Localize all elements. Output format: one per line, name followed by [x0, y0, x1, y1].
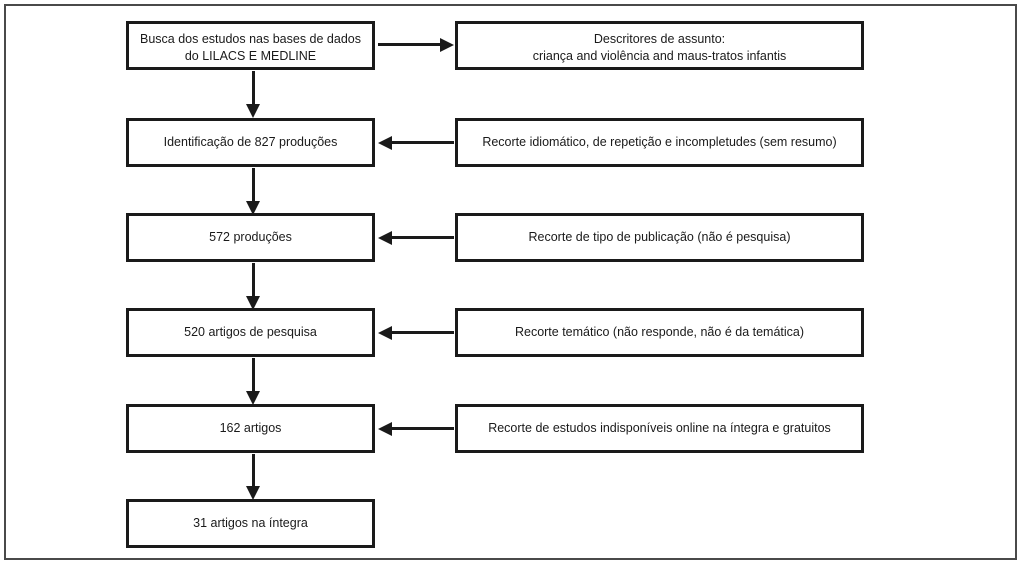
edge-arrowhead-left-icon	[378, 421, 392, 436]
flow-node-search-databases: Busca dos estudos nas bases de dados	[126, 21, 375, 70]
edge-arrow-down-1	[246, 71, 260, 118]
edge-shaft	[391, 236, 454, 239]
flow-node-full-text-articles-31-label: 31 artigos na íntegra	[193, 516, 308, 531]
flow-node-productions-572-label: 572 produções	[209, 230, 292, 245]
flow-node-descriptors-line2-wrap: criança and violência and maus-tratos in…	[455, 21, 864, 70]
edge-shaft	[251, 71, 255, 104]
flow-node-descriptors-line1: Descritores de assunto:	[593, 32, 726, 46]
edge-arrowhead-left-icon	[378, 135, 392, 150]
flow-node-identification-827-label: Identificação de 827 produções	[163, 135, 338, 150]
edge-shaft	[378, 43, 441, 46]
edge-arrowhead-left-icon	[378, 325, 392, 340]
flow-node-language-filter-label: Recorte idiomático, de repetição e incom…	[482, 135, 837, 150]
edge-shaft	[391, 141, 454, 144]
edge-shaft	[391, 427, 454, 430]
edge-shaft	[251, 358, 255, 391]
flow-node-full-text-articles-31: 31 artigos na íntegra	[126, 499, 375, 548]
edge-arrow-down-2	[246, 168, 260, 215]
flow-node-availability-filter-label: Recorte de estudos indisponíveis online …	[488, 421, 831, 436]
flow-node-search-databases-line2-wrap: do LILACS E MEDLINE	[126, 21, 375, 70]
edge-shaft	[251, 263, 255, 296]
flow-node-search-databases-line2: do LILACS E MEDLINE	[184, 48, 317, 63]
flow-node-productions-572: 572 produções	[126, 213, 375, 262]
edge-arrowhead-down-icon	[246, 104, 260, 118]
edge-arrow-left-language-filter	[378, 118, 454, 167]
flow-node-availability-filter: Recorte de estudos indisponíveis online …	[455, 404, 864, 453]
flow-node-publication-type-filter-label: Recorte de tipo de publicação (não é pes…	[528, 230, 791, 245]
edge-arrow-right-descriptors	[378, 20, 454, 69]
edge-arrowhead-down-icon	[246, 201, 260, 215]
edge-shaft	[251, 454, 255, 486]
figure-frame: Busca dos estudos nas bases de dados do …	[4, 4, 1017, 560]
edge-arrow-left-thematic-filter	[378, 308, 454, 357]
edge-arrow-down-3	[246, 263, 260, 310]
edge-arrowhead-left-icon	[378, 230, 392, 245]
flow-node-search-databases-line1: Busca dos estudos nas bases de dados	[140, 32, 361, 46]
edge-arrowhead-right-icon	[440, 37, 454, 52]
flow-node-publication-type-filter: Recorte de tipo de publicação (não é pes…	[455, 213, 864, 262]
flow-node-language-filter: Recorte idiomático, de repetição e incom…	[455, 118, 864, 167]
edge-arrow-down-4	[246, 358, 260, 405]
edge-arrowhead-down-icon	[246, 486, 260, 500]
flow-node-research-articles-520-label: 520 artigos de pesquisa	[184, 325, 317, 340]
edge-arrow-left-publication-type-filter	[378, 213, 454, 262]
flow-node-research-articles-520: 520 artigos de pesquisa	[126, 308, 375, 357]
flow-node-articles-162-label: 162 artigos	[219, 421, 282, 436]
edge-shaft	[391, 331, 454, 334]
flow-node-articles-162: 162 artigos	[126, 404, 375, 453]
flow-node-identification-827: Identificação de 827 produções	[126, 118, 375, 167]
edge-arrow-down-5	[246, 454, 260, 500]
flow-node-thematic-filter: Recorte temático (não responde, não é da…	[455, 308, 864, 357]
edge-arrowhead-down-icon	[246, 391, 260, 405]
edge-arrowhead-down-icon	[246, 296, 260, 310]
flow-node-descriptors: Descritores de assunto:	[455, 21, 864, 70]
edge-shaft	[251, 168, 255, 201]
flow-node-thematic-filter-label: Recorte temático (não responde, não é da…	[514, 325, 805, 340]
flow-node-descriptors-line2: criança and violência and maus-tratos in…	[532, 48, 787, 63]
edge-arrow-left-availability-filter	[378, 404, 454, 453]
